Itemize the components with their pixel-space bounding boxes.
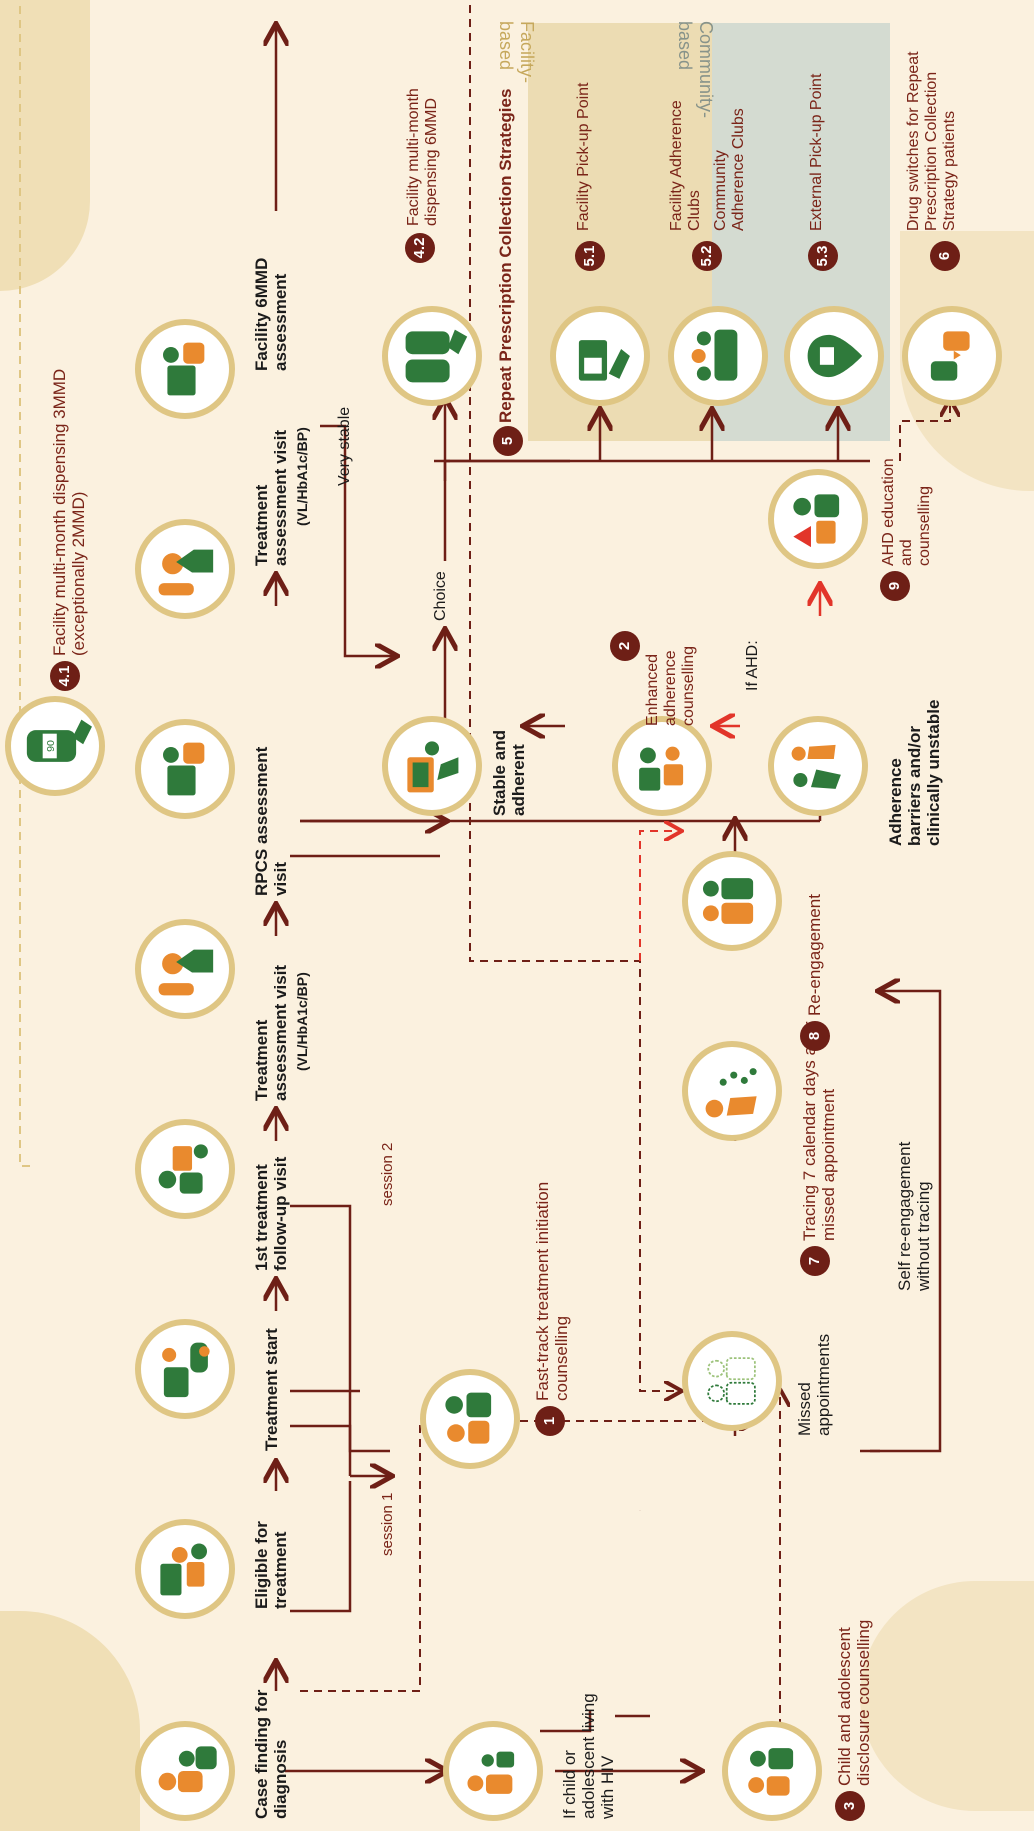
- badge-5: 5: [493, 426, 523, 456]
- self-reengagement-label: Self re-engagement without tracing: [895, 1141, 934, 1291]
- badge-1: 1: [535, 1406, 565, 1436]
- case-finding-icon: [135, 1721, 235, 1821]
- badge-7: 7: [800, 1246, 830, 1276]
- badge-9-text: AHD education and counselling: [880, 458, 933, 566]
- badge-1-text: Fast-track treatment initiation counsell…: [533, 1181, 572, 1401]
- rpcs-assessment-icon: [135, 719, 235, 819]
- badge-4-1: 4.1: [50, 661, 80, 691]
- very-stable-label: Very stable: [336, 406, 353, 486]
- missed-appointments-icon: [682, 1331, 782, 1431]
- badge-4-2-text: Facility multi-month dispensing 6MMD: [405, 88, 440, 226]
- badge-5-3: 5.3: [808, 241, 838, 271]
- facility-6mmd-label: Facility 6MMD assessment: [252, 257, 291, 371]
- disclosure-counselling-icon: [722, 1721, 822, 1821]
- session2-label: session 2: [379, 1142, 396, 1206]
- badge-4-1-text: Facility multi-month dispensing 3MMD (ex…: [50, 368, 89, 656]
- badge-5-2: 5.2: [692, 241, 722, 271]
- facility-6mmd-icon: [135, 319, 235, 419]
- adherence-barriers-icon: [768, 716, 868, 816]
- badge-2: 2: [610, 631, 640, 661]
- rpcs-label: RPCS assessment visit: [252, 746, 291, 896]
- case-finding-label: Case finding for diagnosis: [252, 1689, 291, 1819]
- eligible-icon: [135, 1519, 235, 1619]
- tracing-icon: [682, 1041, 782, 1141]
- badge-5-3-text: External Pick-up Point: [808, 73, 825, 231]
- child-hiv-icon: [443, 1721, 543, 1821]
- assessment2-sub-label: (VL/HbA1c/BP): [294, 427, 310, 526]
- assessment2-label: Treatment assessment visit: [252, 429, 291, 566]
- followup-visit-icon: [135, 1119, 235, 1219]
- eligible-label: Eligible for treatment: [252, 1521, 291, 1609]
- fast-track-counselling-icon: [420, 1369, 520, 1469]
- badge-5-2-text: Facility Adherence Clubs: [668, 100, 703, 231]
- facility-6mmd-bottles-icon: [382, 306, 482, 406]
- if-ahd-label: If AHD:: [744, 640, 761, 691]
- badge-8-text: Re-engagement: [805, 894, 824, 1016]
- re-engagement-icon: [682, 851, 782, 951]
- treatment-start-icon: [135, 1319, 235, 1419]
- badge-7-text: Tracing 7 calendar days after missed app…: [800, 1021, 839, 1241]
- followup-label: 1st treatment follow-up visit: [252, 1156, 291, 1271]
- tag-90-text: 90: [45, 740, 57, 752]
- badge-2-text: Enhanced adherence counselling: [644, 645, 697, 726]
- external-pickup-icon: [784, 306, 884, 406]
- stable-adherent-icon: [382, 716, 482, 816]
- adherence-barriers-label: Adherence barriers and/or clinically uns…: [886, 699, 944, 846]
- badge-3: 3: [835, 1791, 865, 1821]
- badge-5-text: Repeat Prescription Collection Strategie…: [496, 88, 515, 423]
- badge-5-1: 5.1: [575, 241, 605, 271]
- stable-label: Stable and adherent: [490, 730, 529, 816]
- choice-label: Choice: [432, 571, 449, 621]
- assessment1-label: Treatment assessment visit: [252, 964, 291, 1101]
- adherence-club-icon: [668, 306, 768, 406]
- badge-8: 8: [800, 1021, 830, 1051]
- session1-label: session 1: [379, 1492, 396, 1556]
- facility-pickup-icon: [550, 306, 650, 406]
- badge-6-text: Drug switches for Repeat Prescription Co…: [905, 51, 958, 231]
- ahd-education-icon: [768, 469, 868, 569]
- lab-test-icon: [135, 919, 235, 1019]
- enhanced-counselling-icon: [612, 716, 712, 816]
- lab-test-icon-2: [135, 519, 235, 619]
- badge-5-1-text: Facility Pick-up Point: [575, 82, 592, 232]
- badge-3-text: Child and adolescent disclosure counsell…: [835, 1619, 874, 1786]
- child-label: If child or adolescent living with HIV: [560, 1693, 618, 1819]
- drug-switch-icon: [902, 306, 1002, 406]
- badge-5-2b-text: Community Adherence Clubs: [712, 108, 747, 231]
- badge-6: 6: [930, 241, 960, 271]
- badge-9: 9: [880, 571, 910, 601]
- treatment-start-label: Treatment start: [262, 1328, 281, 1451]
- pill-bottle-3mmd-icon: 90: [5, 696, 105, 796]
- missed-label: Missed appointments: [795, 1333, 834, 1436]
- assessment1-sub-label: (VL/HbA1c/BP): [294, 972, 310, 1071]
- badge-4-2: 4.2: [405, 233, 435, 263]
